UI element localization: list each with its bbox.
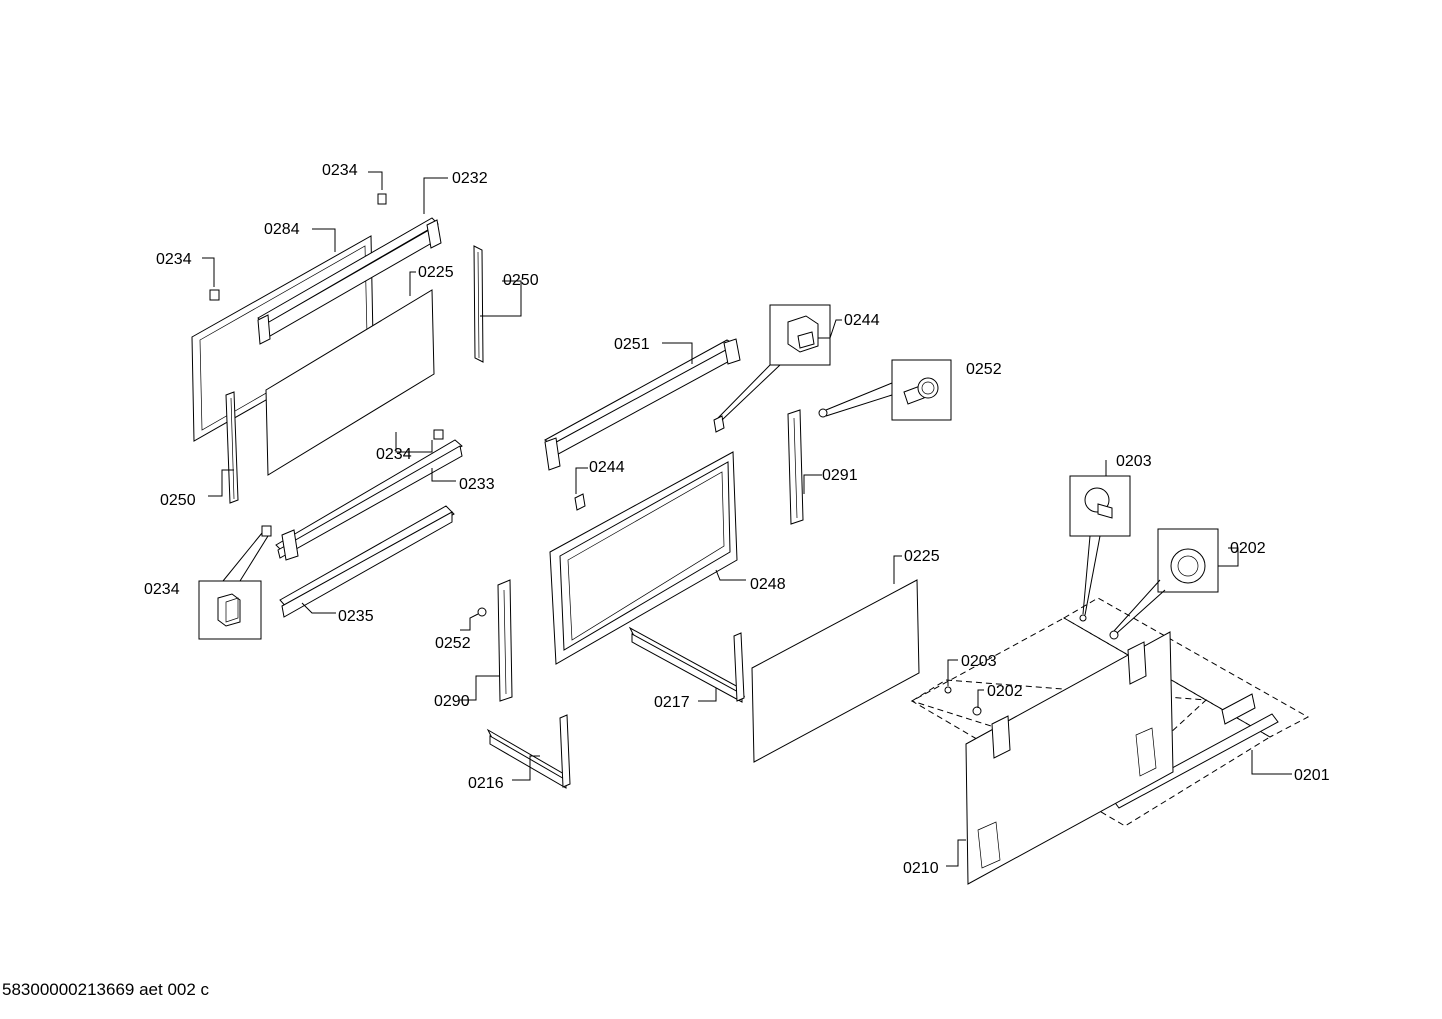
- label-0248: 0248: [750, 576, 786, 593]
- part-0203-screw: [1079, 614, 1087, 622]
- part-0202-callout: [1113, 528, 1219, 634]
- part-0252-callout: [818, 359, 952, 421]
- label-0244: 0244: [589, 459, 625, 476]
- part-0248-inner-frame: [549, 451, 738, 665]
- part-0225-glass-panel: [751, 579, 920, 763]
- part-0234-clip: [261, 525, 272, 537]
- label-0233: 0233: [459, 476, 495, 493]
- label-0252: 0252: [966, 361, 1002, 378]
- label-0225: 0225: [418, 264, 454, 281]
- part-0225-glass-panel: [265, 289, 435, 476]
- part-0234-callout: [198, 532, 269, 640]
- part-0252-screw: [477, 607, 487, 617]
- label-0291: 0291: [822, 467, 858, 484]
- label-0234: 0234: [376, 446, 412, 463]
- label-0250: 0250: [503, 272, 539, 289]
- part-0203-screw: [944, 686, 952, 694]
- label-0203: 0203: [1116, 453, 1152, 470]
- part-0233-lower-rail: [275, 439, 463, 561]
- part-0210-side-panel: [965, 631, 1174, 885]
- part-0217-hinge-bracket: [628, 626, 746, 703]
- part-0291-side-strip: [787, 409, 804, 525]
- part-0235-bottom-trim: [279, 505, 455, 618]
- label-0250: 0250: [160, 492, 196, 509]
- label-0217: 0217: [654, 694, 690, 711]
- label-0234: 0234: [144, 581, 180, 598]
- label-0202: 0202: [987, 683, 1023, 700]
- label-0234: 0234: [322, 162, 358, 179]
- part-0244-clip: [574, 493, 586, 511]
- part-0244-callout: [717, 304, 831, 421]
- part-0234-clip: [377, 193, 387, 205]
- part-0251-top-bar: [543, 338, 741, 471]
- part-0244-clip: [713, 415, 725, 433]
- label-0244: 0244: [844, 312, 880, 329]
- label-0290: 0290: [434, 693, 470, 710]
- label-0284: 0284: [264, 221, 300, 238]
- leader-lines: [202, 171, 1292, 867]
- label-0216: 0216: [468, 775, 504, 792]
- label-0235: 0235: [338, 608, 374, 625]
- label-0252: 0252: [435, 635, 471, 652]
- part-0234-clip: [433, 429, 444, 440]
- label-0203: 0203: [961, 653, 997, 670]
- part-0250-side-strip: [473, 245, 484, 363]
- part-0290-side-strip: [497, 579, 513, 702]
- part-0234-clip: [209, 289, 220, 301]
- label-0234: 0234: [156, 251, 192, 268]
- label-0202: 0202: [1230, 540, 1266, 557]
- part-labels: 0234 0232 0284 0234 0225 0250 0250 0234 …: [144, 162, 1330, 877]
- part-0232-top-rail: [257, 217, 442, 345]
- label-0201: 0201: [1294, 767, 1330, 784]
- part-0250-side-strip: [225, 391, 239, 504]
- part-0216-hinge-bracket: [486, 714, 571, 789]
- document-id-footer: 58300000213669 aet 002 c: [2, 980, 210, 999]
- label-0232: 0232: [452, 170, 488, 187]
- part-0202-nut: [1109, 630, 1119, 640]
- label-0251: 0251: [614, 336, 650, 353]
- part-0202-nut: [972, 706, 982, 716]
- label-0210: 0210: [903, 860, 939, 877]
- label-0225: 0225: [904, 548, 940, 565]
- part-0203-callout: [1069, 475, 1131, 616]
